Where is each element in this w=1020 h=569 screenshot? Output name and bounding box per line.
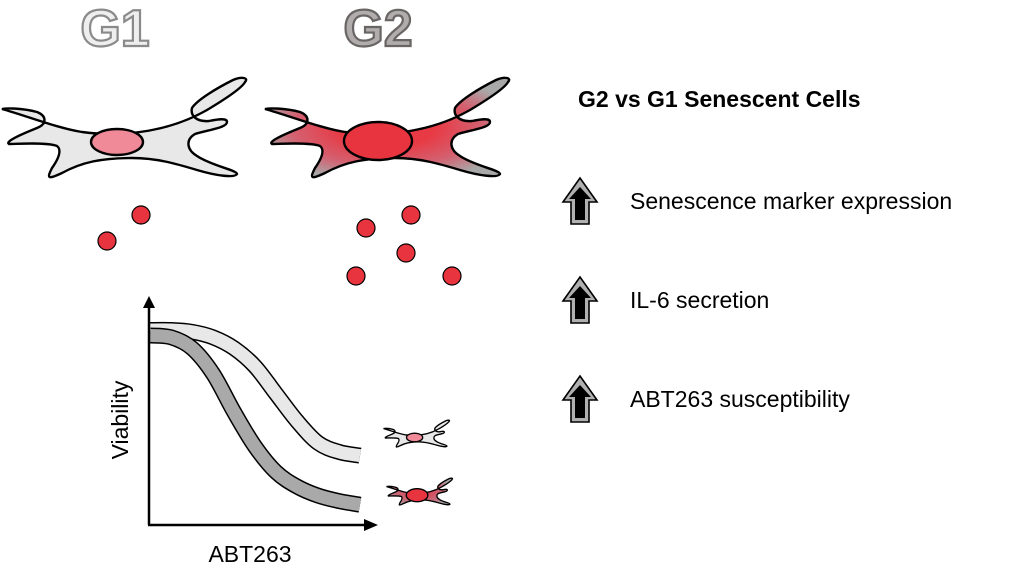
- y-axis-arrowhead: [143, 296, 155, 308]
- y-axis-label: Viability: [107, 380, 133, 459]
- viability-chart: Viability ABT263: [107, 296, 378, 567]
- series-g1-curve: [149, 323, 362, 463]
- sasp-dot: [346, 266, 366, 286]
- sasp-dot: [396, 243, 416, 263]
- summary-item: IL-6 secretion: [560, 275, 769, 325]
- group-label-g2: G2: [343, 0, 412, 58]
- summary-item-text: IL-6 secretion: [630, 286, 770, 313]
- g1-senescent-cell: [0, 76, 248, 179]
- up-arrow-icon: [561, 176, 599, 225]
- sasp-dot: [401, 205, 421, 225]
- g1-sasp-dots: [97, 205, 151, 251]
- summary-item-text: Senescence marker expression: [630, 187, 953, 214]
- g2-sasp-dots: [346, 205, 462, 286]
- up-arrow-icon: [561, 275, 599, 324]
- g1-mini-cell: [382, 419, 451, 448]
- x-axis-label: ABT263: [208, 541, 291, 567]
- summary-item-text: ABT263 susceptibility: [630, 385, 850, 412]
- sasp-dot: [356, 218, 376, 238]
- summary-title: G2 vs G1 Senescent Cells: [578, 86, 861, 112]
- g2-nucleus: [342, 120, 414, 162]
- summary-item: ABT263 susceptibility: [560, 374, 850, 424]
- g1-nucleus: [89, 127, 145, 157]
- x-axis-arrowhead: [364, 519, 378, 531]
- summary-item: Senescence marker expression: [560, 176, 952, 226]
- group-label-g1: G1: [80, 0, 149, 58]
- up-arrow-icon: [561, 374, 599, 423]
- g2-senescent-cell: [263, 76, 511, 179]
- sasp-dot: [131, 205, 151, 225]
- series-g2-curve: [149, 328, 362, 512]
- sasp-dot: [442, 266, 462, 286]
- g2-mini-cell: [385, 477, 454, 506]
- sasp-dot: [97, 231, 117, 251]
